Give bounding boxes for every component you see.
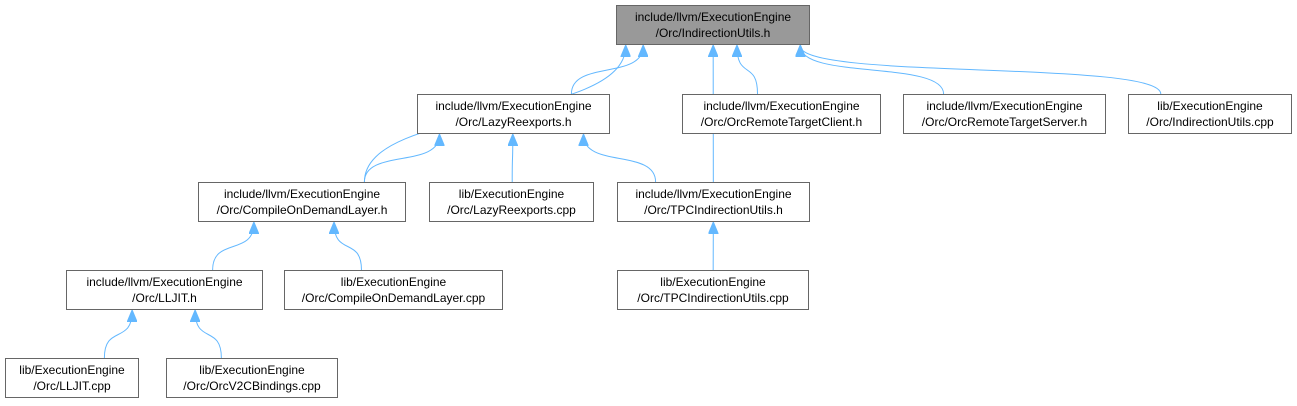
node-line-1: include/llvm/ExecutionEngine: [926, 99, 1083, 113]
node-line-2: /Orc/LLJIT.cpp: [33, 379, 111, 393]
node-indirection-utils-cpp[interactable]: lib/ExecutionEngine /Orc/IndirectionUtil…: [1128, 94, 1292, 134]
node-line-1: lib/ExecutionEngine: [199, 363, 305, 377]
node-lazy-reexports-h[interactable]: include/llvm/ExecutionEngine /Orc/LazyRe…: [417, 94, 610, 134]
node-line-2: /Orc/OrcV2CBindings.cpp: [183, 379, 321, 393]
node-line-1: lib/ExecutionEngine: [458, 187, 565, 201]
node-line-1: include/llvm/ExecutionEngine: [223, 187, 381, 201]
node-line-2: /Orc/OrcRemoteTargetServer.h: [921, 115, 1088, 129]
edge-orc_remote_target_server_h-to-root: [800, 46, 945, 95]
edge-compile_on_demand_layer_h-to-lazy_reexports_h: [363, 135, 439, 183]
node-line-1: include/llvm/ExecutionEngine: [703, 99, 860, 113]
node-line-2: /Orc/LazyReexports.cpp: [447, 203, 576, 217]
node-line-2: /Orc/TPCIndirectionUtils.h: [644, 203, 783, 217]
node-line-1: lib/ExecutionEngine: [1157, 99, 1263, 113]
node-line-1: lib/ExecutionEngine: [660, 275, 766, 289]
edge-tpc_indirection_utils_h-to-lazy_reexports_h: [584, 135, 657, 183]
node-line-1: include/llvm/ExecutionEngine: [435, 99, 592, 113]
node-compile-on-demand-layer-h[interactable]: include/llvm/ExecutionEngine /Orc/Compil…: [198, 182, 406, 222]
node-line-1: include/llvm/ExecutionEngine: [635, 187, 792, 201]
node-line-2: /Orc/LLJIT.h: [132, 291, 197, 305]
node-lljit-h[interactable]: include/llvm/ExecutionEngine /Orc/LLJIT.…: [66, 270, 263, 310]
node-line-2: /Orc/CompileOnDemandLayer.h: [216, 203, 388, 217]
node-line-2: /Orc/CompileOnDemandLayer.cpp: [301, 291, 486, 305]
edge-lljit_cpp-to-lljit_h: [103, 311, 132, 359]
edge-lljit_h-to-compile_on_demand_layer_h: [212, 223, 254, 271]
edge-compile_on_demand_layer_cpp-to-compile_on_demand_layer_h: [334, 223, 362, 271]
node-line-2: /Orc/IndirectionUtils.cpp: [1146, 115, 1274, 129]
edge-indirection_utils_cpp-to-root: [800, 46, 1162, 95]
node-compile-on-demand-layer-cpp[interactable]: lib/ExecutionEngine /Orc/CompileOnDemand…: [284, 270, 503, 310]
node-line-1: lib/ExecutionEngine: [340, 275, 447, 289]
node-orc-v2c-bindings-cpp[interactable]: lib/ExecutionEngine /Orc/OrcV2CBindings.…: [166, 358, 338, 398]
node-line-2: /Orc/LazyReexports.h: [455, 115, 572, 129]
edge-lazy_reexports_cpp-to-lazy_reexports_h: [512, 135, 513, 183]
edge-orc_remote_target_client_h-to-root: [737, 46, 759, 95]
node-line-1: include/llvm/ExecutionEngine: [86, 275, 243, 289]
node-tpc-indirection-utils-h[interactable]: include/llvm/ExecutionEngine /Orc/TPCInd…: [617, 182, 810, 222]
node-line-2: /Orc/TPCIndirectionUtils.cpp: [637, 291, 789, 305]
root-node-indirection-utils-h: include/llvm/ExecutionEngine /Orc/Indire…: [616, 5, 810, 45]
edge-lazy_reexports_h-to-root: [570, 46, 643, 95]
node-lazy-reexports-cpp[interactable]: lib/ExecutionEngine /Orc/LazyReexports.c…: [429, 182, 594, 222]
node-line-2: /Orc/OrcRemoteTargetClient.h: [700, 115, 863, 129]
node-line-2: /Orc/IndirectionUtils.h: [655, 26, 771, 40]
node-tpc-indirection-utils-cpp[interactable]: lib/ExecutionEngine /Orc/TPCIndirectionU…: [617, 270, 809, 310]
node-line-1: include/llvm/ExecutionEngine: [634, 10, 792, 24]
node-orc-remote-target-client-h[interactable]: include/llvm/ExecutionEngine /Orc/OrcRem…: [682, 94, 881, 134]
node-lljit-cpp[interactable]: lib/ExecutionEngine /Orc/LLJIT.cpp: [5, 358, 139, 398]
edge-orc_v2c_bindings_cpp-to-lljit_h: [195, 311, 222, 359]
node-orc-remote-target-server-h[interactable]: include/llvm/ExecutionEngine /Orc/OrcRem…: [903, 94, 1106, 134]
node-line-1: lib/ExecutionEngine: [19, 363, 125, 377]
